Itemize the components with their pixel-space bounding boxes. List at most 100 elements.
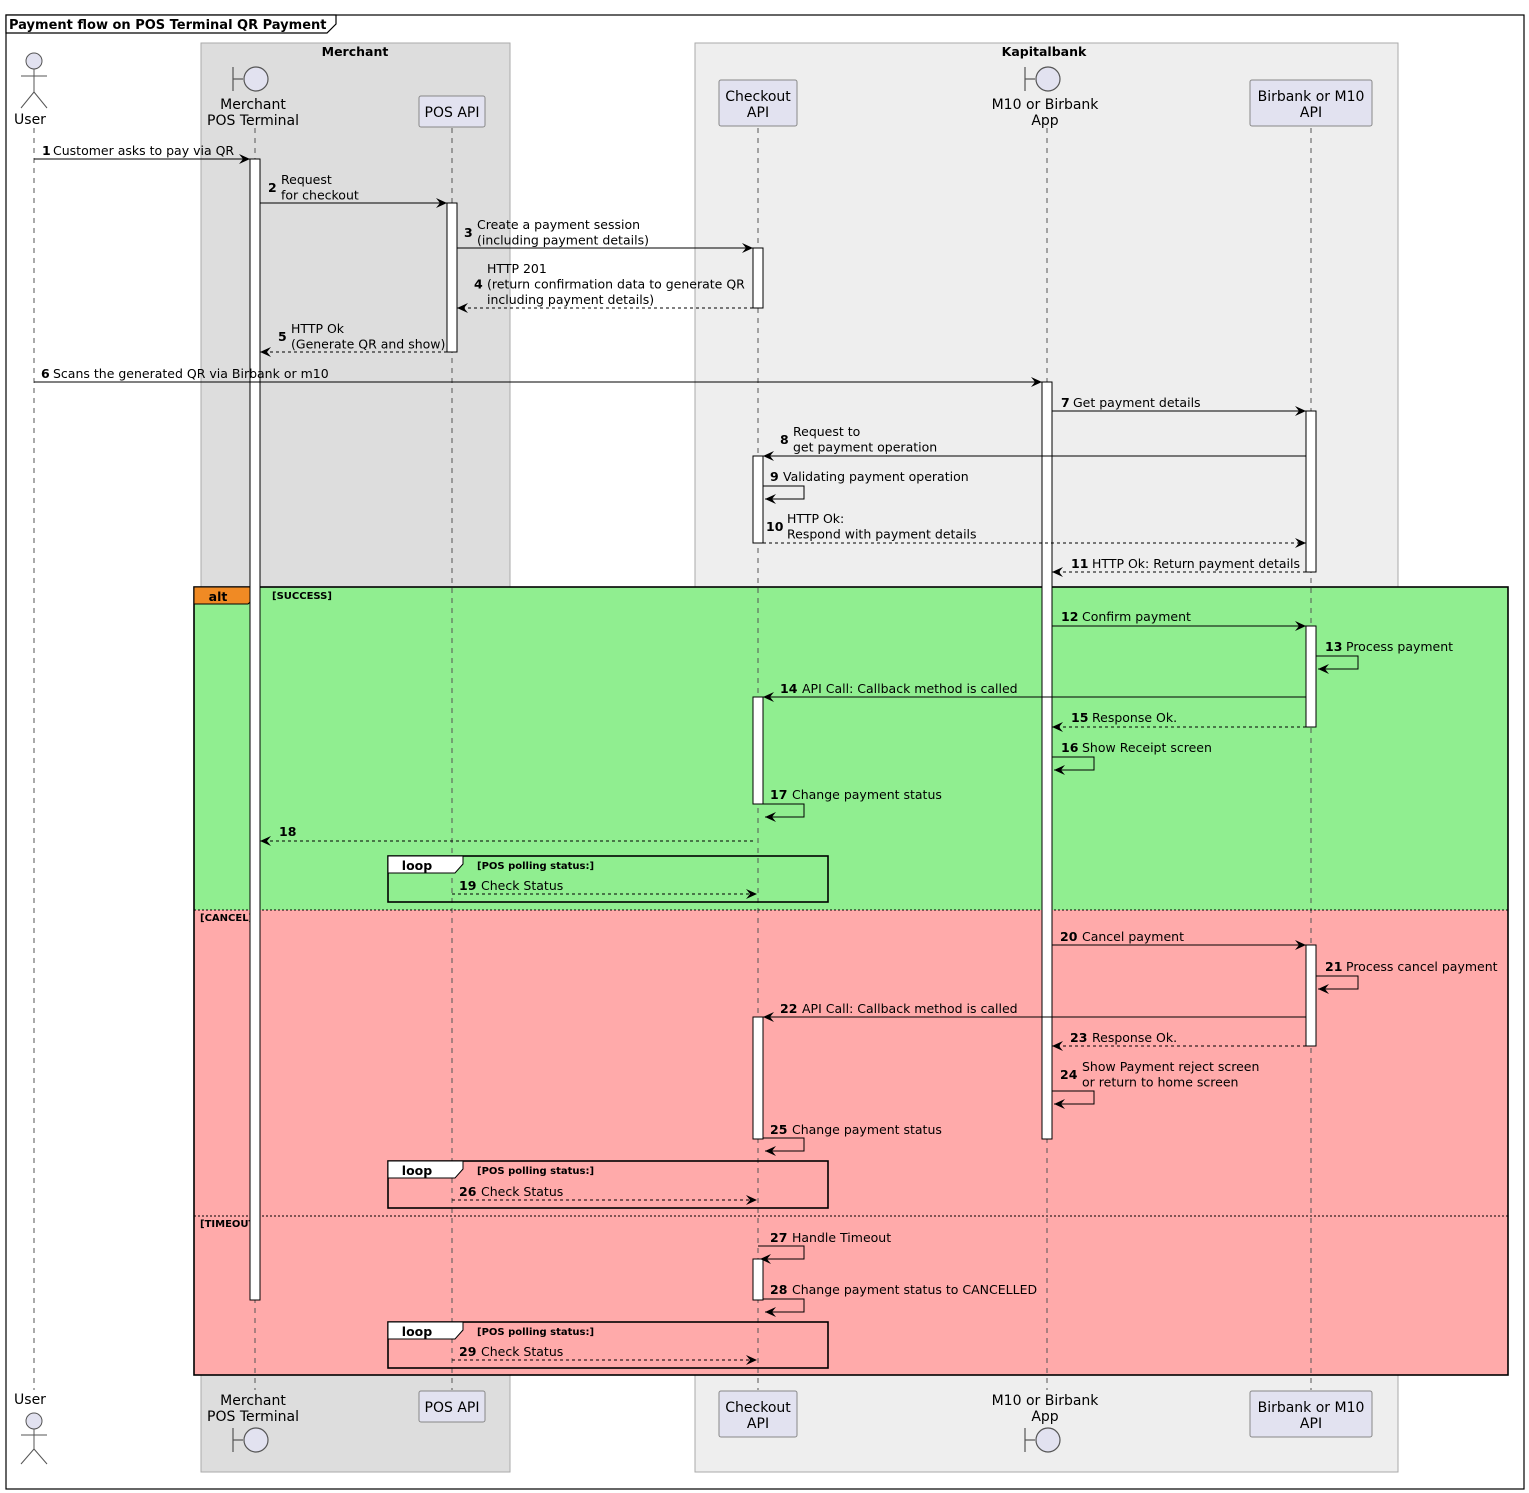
message-label: including payment details) xyxy=(487,292,654,307)
participant-name: Birbank or M10 xyxy=(1258,89,1365,105)
message-label: Check Status xyxy=(481,1184,563,1199)
message-number: 16 xyxy=(1061,740,1079,755)
message-number: 28 xyxy=(770,1282,787,1297)
self-message-arrow xyxy=(763,1298,805,1317)
message-label: Validating payment operation xyxy=(783,469,969,484)
loop-label-tab xyxy=(387,855,464,874)
alt-section-timeout-bg xyxy=(194,1216,1508,1375)
participant-user-top: User xyxy=(14,52,48,128)
boundary-icon xyxy=(1035,1427,1061,1453)
message-label: or return to home screen xyxy=(1082,1075,1238,1090)
message-18: 18 xyxy=(260,824,753,846)
participant-name: M10 or Birbank xyxy=(992,1393,1100,1409)
alt-fragment-border xyxy=(193,586,1509,1376)
loop-guard: [POS polling status:] xyxy=(477,861,594,872)
message-number: 5 xyxy=(278,329,287,344)
message-label: (including payment details) xyxy=(477,233,649,248)
activation-bars xyxy=(249,158,1317,1301)
activation-bar-bapi xyxy=(1305,410,1317,573)
participant-name: Birbank or M10 xyxy=(1258,1400,1365,1416)
actor-leg xyxy=(20,1448,35,1465)
message-number: 1 xyxy=(42,143,51,158)
message-label: Confirm payment xyxy=(1082,609,1191,624)
participant-name: POS Terminal xyxy=(207,1409,299,1425)
message-label: Process payment xyxy=(1346,639,1453,654)
participant-name: M10 or Birbank xyxy=(992,97,1100,113)
participant-name: POS API xyxy=(425,1400,480,1416)
activation-bar-checkout xyxy=(752,247,764,309)
participant-name: API xyxy=(1300,1416,1322,1432)
message-number: 17 xyxy=(770,787,787,802)
message-label: for checkout xyxy=(281,188,359,203)
alt-guard-timeout: [TIMEOUT] xyxy=(200,1219,260,1230)
message-label: Process cancel payment xyxy=(1346,959,1498,974)
participant-box xyxy=(718,1390,798,1438)
message-number: 14 xyxy=(780,681,798,696)
loop-label-tab xyxy=(387,1160,464,1179)
participant-box xyxy=(1249,79,1373,127)
message-label: Cancel payment xyxy=(1082,929,1184,944)
actor-leg xyxy=(20,91,35,109)
group-title-merchant: Merchant xyxy=(322,44,389,59)
participant-name: Merchant xyxy=(220,1393,286,1409)
message-number: 19 xyxy=(459,878,476,893)
message-number: 7 xyxy=(1061,395,1070,410)
message-number: 10 xyxy=(766,519,784,534)
alt-guard-cancel: [CANCEL] xyxy=(200,913,253,924)
loop-label-tab xyxy=(387,1321,464,1340)
group-title-kapitalbank: Kapitalbank xyxy=(1002,44,1087,59)
alt-label: alt xyxy=(209,589,228,604)
loop-label: loop xyxy=(402,858,432,873)
loop-fragment-border xyxy=(387,855,829,903)
message-number: 22 xyxy=(780,1001,797,1016)
self-message-arrow xyxy=(763,803,805,822)
message-label: HTTP Ok: xyxy=(787,511,844,526)
message-label: Check Status xyxy=(481,878,563,893)
message-label: (return confirmation data to generate QR xyxy=(487,277,745,292)
self-message-arrow xyxy=(758,1245,805,1264)
activation-bar-checkout xyxy=(752,455,764,544)
message-label: Response Ok. xyxy=(1092,1030,1177,1045)
participant-box xyxy=(418,95,486,128)
participant-posapi-top: POS API xyxy=(418,95,486,128)
participant-box xyxy=(718,79,798,127)
message-label: API Call: Callback method is called xyxy=(802,681,1018,696)
loop-label: loop xyxy=(402,1324,432,1339)
message-number: 26 xyxy=(459,1184,477,1199)
self-message-arrow xyxy=(763,485,805,504)
participant-name: API xyxy=(747,1416,769,1432)
participant-name: POS Terminal xyxy=(207,113,299,129)
message-label: Show Receipt screen xyxy=(1082,740,1212,755)
activation-bar-checkout xyxy=(752,1016,764,1140)
message-number: 2 xyxy=(268,180,277,195)
self-message-arrow xyxy=(763,1137,805,1156)
diagram-title-tab xyxy=(5,14,337,34)
loop-guard: [POS polling status:] xyxy=(477,1166,594,1177)
activation-bar-posapi xyxy=(446,202,458,353)
message-label: HTTP Ok: Return payment details xyxy=(1092,556,1300,571)
participant-name: API xyxy=(1300,105,1322,121)
activation-bar-bapi xyxy=(1305,625,1317,728)
self-message-arrow xyxy=(1316,655,1359,674)
